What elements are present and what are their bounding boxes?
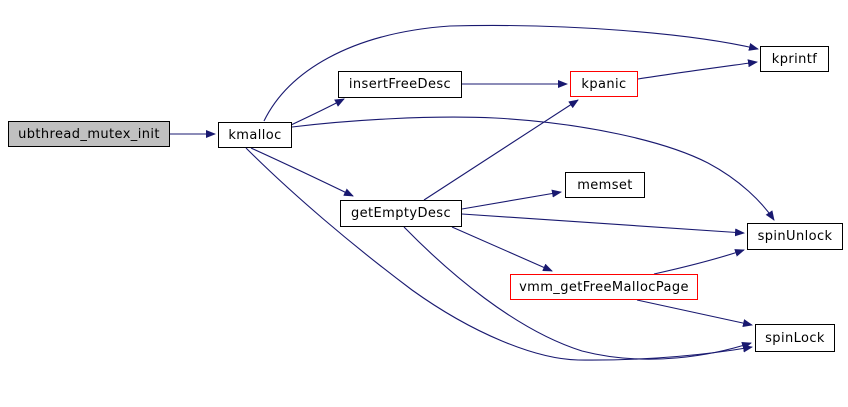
edge-vmm_getFreeMallocPage-to-spinLock — [636, 299, 753, 327]
node-insertFreeDesc[interactable]: insertFreeDesc — [338, 71, 462, 98]
edge-getEmptyDesc-to-memset — [461, 189, 562, 210]
node-label-kmalloc: kmalloc — [228, 127, 282, 143]
edge-kmalloc-to-spinLock — [245, 147, 753, 361]
node-label-insertFreeDesc: insertFreeDesc — [348, 77, 452, 92]
edge-getEmptyDesc-to-spinUnlock — [461, 213, 745, 237]
node-spinLock[interactable]: spinLock — [755, 324, 835, 352]
node-label-kprintf: kprintf — [771, 51, 818, 67]
edge-kmalloc-to-insertFreeDesc — [290, 98, 345, 126]
node-vmm_getFreeMallocPage[interactable]: vmm_getFreeMallocPage — [510, 274, 698, 300]
node-label-spinUnlock: spinUnlock — [757, 229, 833, 244]
edges-group — [170, 24, 775, 361]
node-kmalloc[interactable]: kmalloc — [218, 122, 292, 148]
edge-getEmptyDesc-to-spinLock — [403, 226, 752, 360]
edge-kmalloc-to-spinUnlock — [291, 116, 775, 221]
edge-vmm_getFreeMallocPage-to-spinUnlock — [653, 249, 745, 275]
edge-kmalloc-to-kprintf — [263, 24, 759, 122]
node-label-vmm_getFreeMallocPage: vmm_getFreeMallocPage — [519, 279, 689, 295]
node-getEmptyDesc[interactable]: getEmptyDesc — [340, 200, 462, 227]
edge-kmalloc-to-getEmptyDesc — [250, 147, 354, 197]
node-label-memset: memset — [577, 177, 633, 193]
node-label-getEmptyDesc: getEmptyDesc — [351, 206, 451, 221]
edge-getEmptyDesc-to-vmm_getFreeMallocPage — [451, 226, 553, 272]
node-label-spinLock: spinLock — [765, 330, 825, 346]
node-ubthread_mutex_init: ubthread_mutex_init — [8, 121, 170, 147]
node-memset[interactable]: memset — [565, 172, 645, 198]
node-kprintf[interactable]: kprintf — [760, 46, 829, 72]
edge-kpanic-to-kprintf — [637, 59, 758, 80]
node-label-kpanic: kpanic — [581, 76, 627, 92]
node-kpanic[interactable]: kpanic — [570, 71, 638, 97]
node-spinUnlock[interactable]: spinUnlock — [747, 223, 843, 250]
edge-getEmptyDesc-to-kpanic — [423, 99, 579, 201]
node-label-ubthread_mutex_init: ubthread_mutex_init — [18, 126, 160, 142]
